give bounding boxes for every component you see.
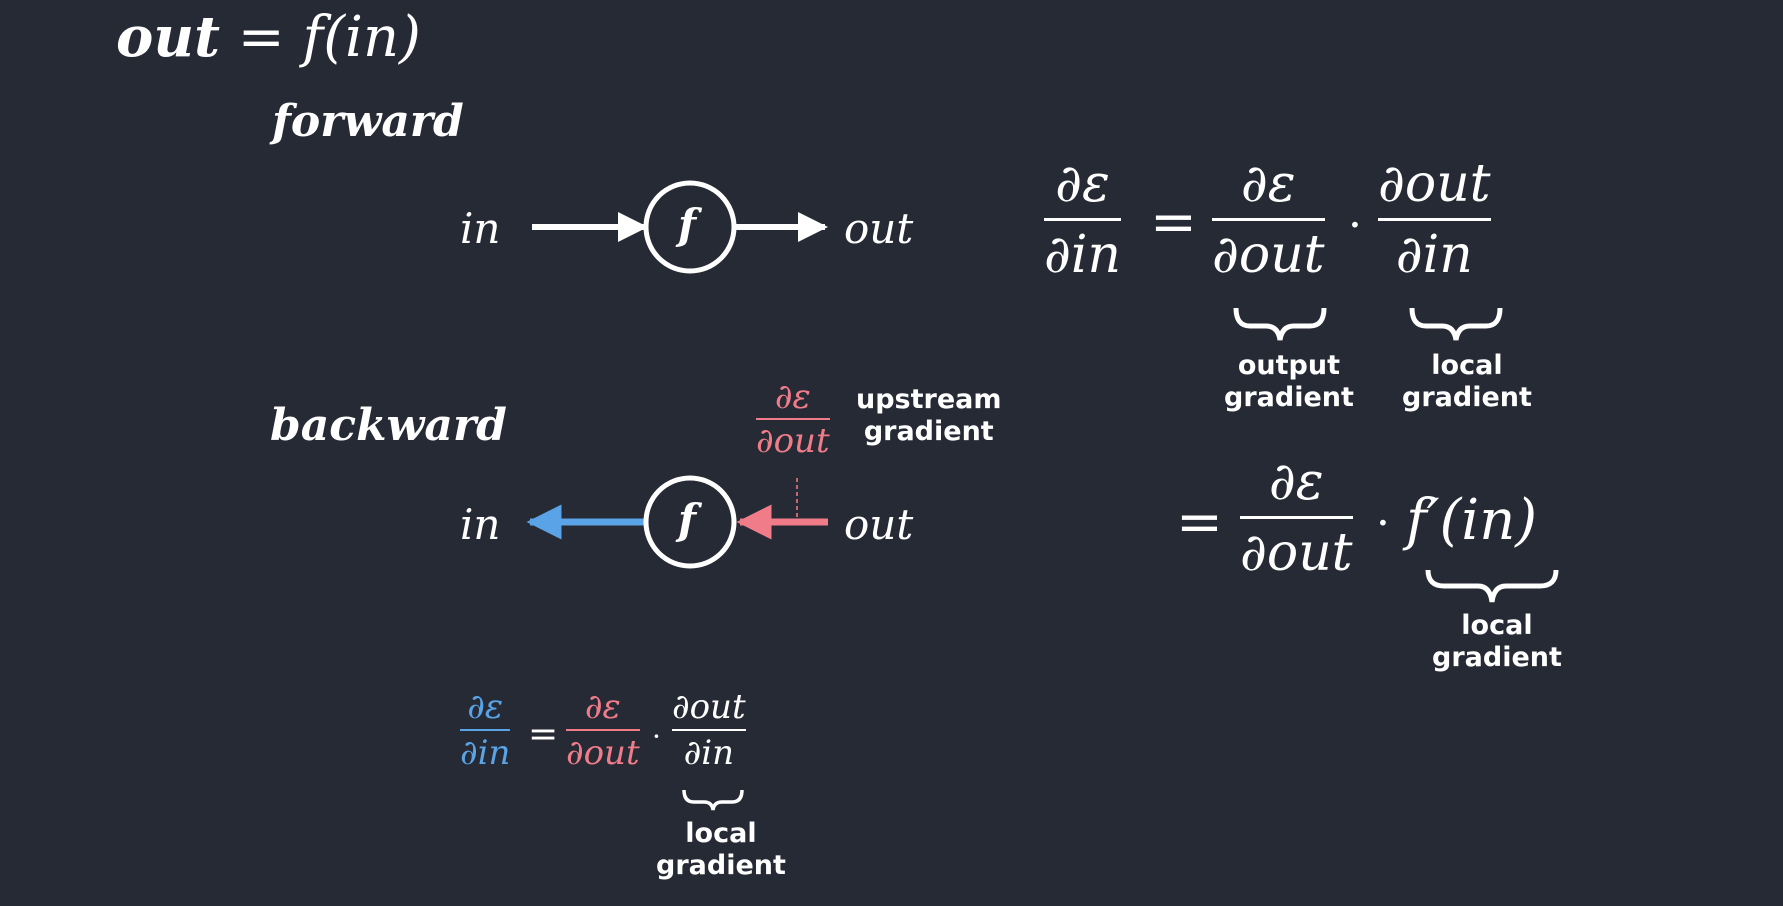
title-rhs: = f(in) — [237, 5, 421, 70]
upstream-gradient-label: upstream gradient — [856, 384, 1002, 448]
backward-node-label: f — [678, 495, 697, 544]
title-equation: out = f(in) — [116, 4, 421, 70]
small-term1-fraction: ∂ε ∂out — [566, 687, 640, 773]
small-lhs-fraction: ∂ε ∂in — [460, 687, 511, 773]
main-lhs-fraction: ∂ε ∂in — [1044, 154, 1122, 285]
forward-heading: forward — [272, 96, 464, 147]
main-dot: · — [1348, 200, 1362, 251]
small-equals: = — [528, 714, 559, 755]
backward-output-label: out — [844, 500, 914, 549]
main-term1-fraction: ∂ε ∂out — [1212, 154, 1325, 285]
forward-output-label: out — [844, 204, 914, 253]
small-dot: · — [652, 720, 661, 753]
main-term2-fraction: ∂out ∂in — [1378, 154, 1491, 285]
upstream-gradient-fraction: ∂ε ∂out — [756, 380, 830, 458]
backward-heading: backward — [270, 400, 507, 451]
main-equals: = — [1150, 190, 1197, 255]
alt-equals: = — [1176, 490, 1223, 555]
output-gradient-label: output gradient — [1224, 350, 1354, 414]
title-lhs: out — [116, 4, 220, 70]
forward-node — [643, 180, 737, 274]
brace-local-gradient-small — [682, 789, 744, 811]
alt-term1-fraction: ∂ε ∂out — [1240, 452, 1353, 583]
local-gradient-label-alt: local gradient — [1432, 610, 1562, 674]
local-gradient-label-main: local gradient — [1402, 350, 1532, 414]
small-term2-fraction: ∂out ∂in — [672, 687, 746, 773]
upstream-num: ∂ε — [774, 377, 811, 417]
forward-input-label: in — [460, 204, 501, 253]
alt-dot: · — [1376, 498, 1390, 549]
backward-node — [643, 475, 737, 569]
brace-local-gradient-main — [1409, 307, 1503, 341]
backward-input-label: in — [460, 500, 501, 549]
brace-output-gradient — [1233, 307, 1327, 341]
brace-local-gradient-alt — [1425, 569, 1559, 603]
local-gradient-label-small: local gradient — [656, 818, 786, 882]
upstream-den: ∂out — [756, 421, 830, 461]
forward-node-label: f — [678, 200, 697, 249]
alt-derivative: f′(in) — [1406, 488, 1538, 553]
